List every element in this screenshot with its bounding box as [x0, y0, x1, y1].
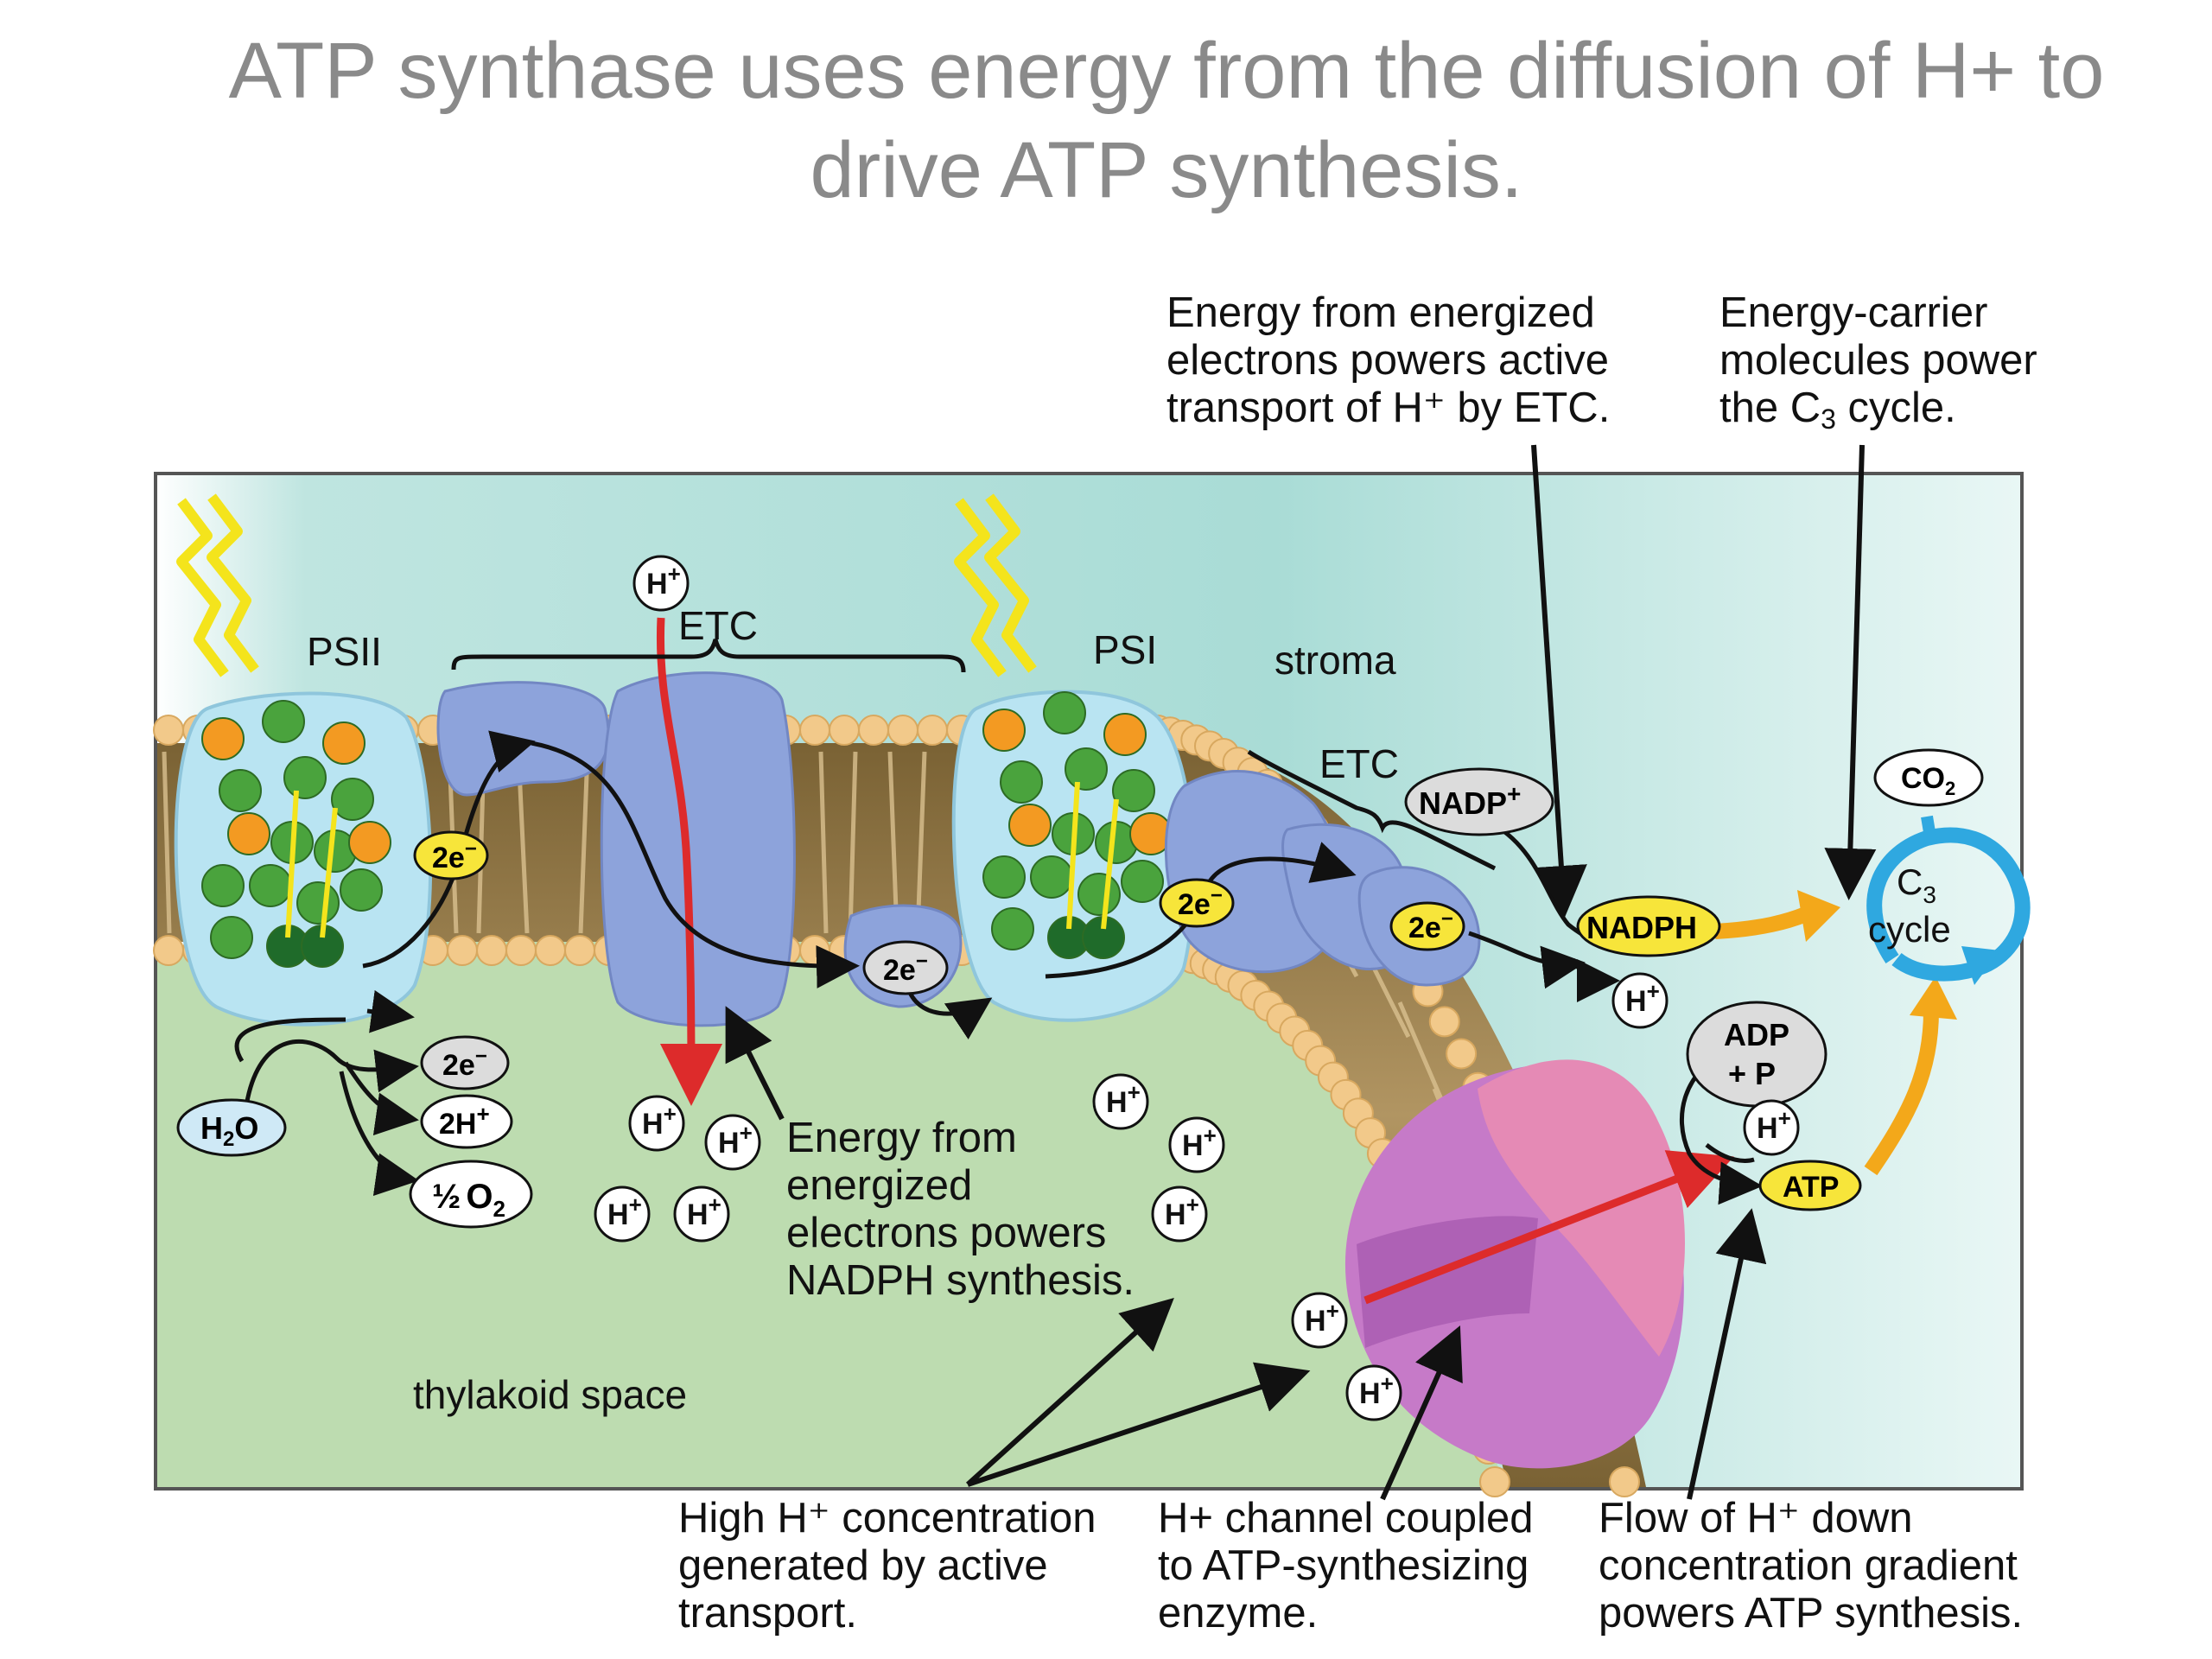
- svg-text:H+: H+: [1182, 1122, 1217, 1162]
- svg-text:NADPH: NADPH: [1586, 910, 1697, 945]
- proton-ion: H+: [704, 1114, 761, 1171]
- proton-group: H+ H+ H+ H+ H+ H+ H+ H+ H+ H+ H+ H+: [594, 555, 1800, 1421]
- psi-label: PSI: [1093, 627, 1157, 672]
- two-proton-badge: 2H+: [420, 1094, 513, 1149]
- c3-cycle: C3 cycle: [1866, 815, 2031, 985]
- proton-path: [656, 617, 1734, 1305]
- proton-ion: H+: [632, 555, 690, 612]
- svg-text:CO2: CO2: [1901, 762, 1955, 799]
- svg-text:2e−: 2e−: [1178, 884, 1223, 921]
- water-badge: H2O: [176, 1098, 287, 1157]
- proton-ion: H+: [1092, 1073, 1149, 1130]
- proton-ion: H+: [1151, 1185, 1208, 1243]
- svg-text:H+: H+: [1359, 1370, 1394, 1410]
- c3-line: the C3 cycle.: [1719, 385, 1956, 435]
- psii-label: PSII: [307, 629, 382, 674]
- electron-pair-badge: 2e−: [1389, 901, 1465, 951]
- title-line-2: drive ATP synthesis.: [810, 126, 1523, 214]
- svg-text:2e−: 2e−: [432, 837, 477, 874]
- proton-ion: H+: [1345, 1364, 1402, 1421]
- svg-text:H+: H+: [1165, 1192, 1199, 1231]
- svg-text:2H+: 2H+: [439, 1101, 490, 1141]
- diagram-labels: PSII PSI ETC ETC stroma thylakoid space: [307, 603, 1399, 1417]
- svg-text:ATP: ATP: [1783, 1171, 1839, 1204]
- svg-text:cycle: cycle: [1868, 909, 1951, 950]
- svg-text:H+: H+: [607, 1192, 642, 1231]
- svg-text:+ P: + P: [1728, 1056, 1776, 1091]
- svg-text:H+: H+: [646, 561, 681, 601]
- svg-text:H+: H+: [718, 1120, 753, 1160]
- etc-top-label: ETC: [678, 603, 758, 648]
- stroma-label: stroma: [1274, 638, 1396, 683]
- svg-text:H+: H+: [687, 1192, 721, 1231]
- light-bolt-icon: [176, 493, 1037, 677]
- svg-text:½O2: ½O2: [432, 1178, 505, 1222]
- svg-text:H+: H+: [642, 1101, 677, 1141]
- photosystem-ii: [174, 691, 433, 1027]
- proton-ion: H+: [1168, 1116, 1225, 1173]
- callout-energy-carrier: Energy-carrier molecules power the C3 cy…: [1719, 289, 2037, 435]
- svg-text:H2O: H2O: [200, 1110, 258, 1151]
- proton-ion: H+: [1291, 1292, 1348, 1349]
- nadp-badge: NADP+: [1404, 767, 1554, 836]
- svg-text:H+: H+: [1305, 1298, 1339, 1338]
- proton-ion: H+: [1611, 972, 1669, 1029]
- svg-text:H+: H+: [1625, 978, 1660, 1018]
- svg-text:2e−: 2e−: [442, 1045, 487, 1082]
- callout-etc-energy: Energy from energized electrons powers a…: [1166, 289, 1611, 431]
- product-arrow-heads: [1797, 890, 1957, 1020]
- proton-ion: H+: [673, 1185, 730, 1243]
- svg-text:2e−: 2e−: [883, 950, 928, 987]
- electron-pair-badge: 2e−: [862, 940, 949, 995]
- callout-nadph-energy: Energy from energized electrons powers N…: [786, 1115, 1135, 1304]
- svg-text:ADP: ADP: [1724, 1017, 1789, 1052]
- etc-right-label: ETC: [1319, 741, 1399, 786]
- proton-ion: H+: [594, 1185, 651, 1243]
- slide-title: ATP synthase uses energy from the diffus…: [130, 22, 2203, 220]
- svg-text:H+: H+: [1757, 1105, 1791, 1145]
- proton-ion: H+: [1743, 1099, 1800, 1156]
- svg-text:NADP+: NADP+: [1419, 780, 1521, 821]
- thylakoid-space-label: thylakoid space: [413, 1372, 687, 1417]
- callout-pointer: [725, 444, 1877, 1501]
- proton-ion: H+: [628, 1095, 685, 1152]
- callout-flow-h: Flow of H⁺ down concentration gradient p…: [1599, 1495, 2024, 1637]
- photosystem-i: [951, 690, 1196, 1022]
- etc-brace: [451, 639, 1497, 871]
- callout-h-channel: H+ channel coupled to ATP-synthesizing e…: [1158, 1495, 1534, 1637]
- svg-text:H+: H+: [1106, 1079, 1141, 1119]
- callout-high-h: High H⁺ concentration generated by activ…: [678, 1495, 1096, 1637]
- atp-badge: ATP: [1758, 1160, 1862, 1211]
- electron-pair-badge: 2e−: [413, 830, 489, 880]
- product-arrow: [1714, 906, 1939, 1176]
- svg-text:C3: C3: [1897, 861, 1936, 908]
- electron-pair-badge: 2e−: [420, 1035, 510, 1090]
- co2-badge: CO2: [1873, 748, 1984, 807]
- svg-text:2e−: 2e−: [1408, 907, 1453, 944]
- adp-badge: ADP + P: [1686, 1001, 1827, 1108]
- nadph-badge: NADPH: [1576, 895, 1721, 957]
- title-line-1: ATP synthase uses energy from the diffus…: [228, 27, 2105, 115]
- electron-pair-badge: 2e−: [1159, 878, 1235, 928]
